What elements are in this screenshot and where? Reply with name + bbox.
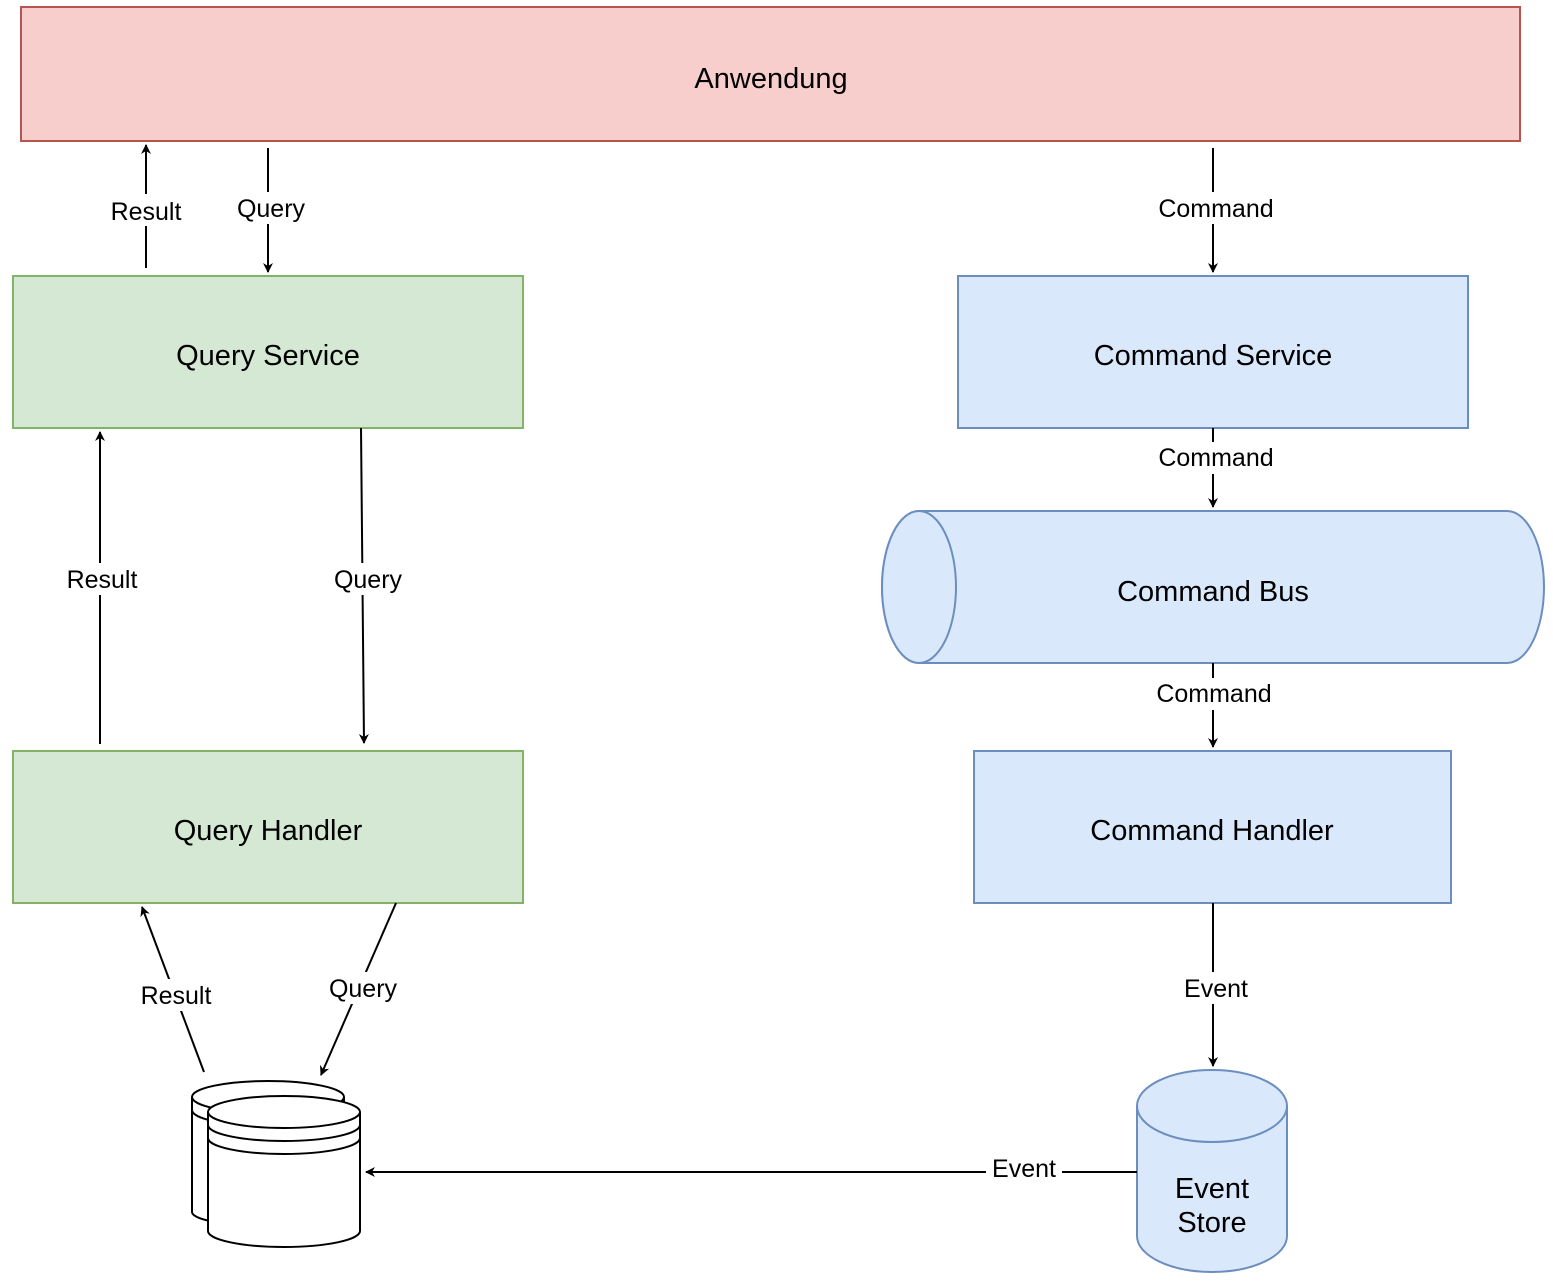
node-command-service[interactable]: Command Service	[957, 275, 1469, 429]
edge-ch-event: Event	[1178, 903, 1254, 1067]
command-service-box	[957, 275, 1469, 429]
edge-label-app-query: Query	[237, 195, 306, 223]
command-handler-box	[973, 750, 1452, 904]
anwendung-box	[20, 6, 1521, 142]
edge-cb-command: Command	[1147, 663, 1281, 748]
edge-label-qs-result: Result	[67, 566, 138, 594]
node-query-service[interactable]: Query Service	[12, 275, 524, 429]
edge-label-cb-command: Command	[1156, 680, 1271, 708]
query-service-box	[12, 275, 524, 429]
edge-qs-result: Result	[60, 431, 144, 744]
query-handler-box	[12, 750, 524, 904]
query-service-label: Query Service	[176, 340, 360, 372]
node-event-store[interactable]: Event Store	[1136, 1069, 1288, 1273]
edge-label-app-result: Result	[111, 198, 182, 226]
read-database-icon[interactable]	[191, 1080, 361, 1248]
edge-label-es-event: Event	[992, 1155, 1056, 1183]
edge-app-result: Result	[104, 144, 188, 268]
edge-label-qh-query: Query	[329, 975, 398, 1003]
edge-label-qs-query: Query	[334, 566, 403, 594]
node-command-bus[interactable]: Command Bus	[881, 510, 1545, 664]
edge-app-command: Command	[1150, 148, 1282, 273]
edge-qs-query: Query	[328, 427, 408, 744]
query-handler-label: Query Handler	[174, 815, 363, 847]
edge-es-event: Event	[365, 1155, 1137, 1186]
edge-qh-query: Query	[320, 902, 404, 1076]
event-store-body	[1136, 1106, 1288, 1273]
edge-qh-result: Result	[134, 906, 218, 1073]
command-service-label: Command Service	[1094, 340, 1333, 372]
command-bus-label: Command Bus	[1117, 576, 1309, 608]
node-command-handler[interactable]: Command Handler	[973, 750, 1452, 904]
edge-label-ch-event: Event	[1184, 975, 1248, 1003]
event-store-top	[1136, 1069, 1288, 1143]
event-store-label-line2: Store	[1177, 1207, 1246, 1239]
command-bus-end	[881, 510, 957, 664]
edge-label-qh-result: Result	[141, 982, 212, 1010]
node-query-handler[interactable]: Query Handler	[12, 750, 524, 904]
anwendung-label: Anwendung	[694, 63, 847, 95]
node-anwendung[interactable]: Anwendung	[20, 6, 1521, 142]
event-store-label-line1: Event	[1175, 1173, 1249, 1205]
edge-label-cs-command: Command	[1158, 444, 1273, 472]
edge-label-app-command: Command	[1158, 195, 1273, 223]
command-handler-label: Command Handler	[1090, 815, 1334, 847]
edge-app-query: Query	[232, 148, 310, 273]
edge-cs-command: Command	[1150, 428, 1282, 508]
